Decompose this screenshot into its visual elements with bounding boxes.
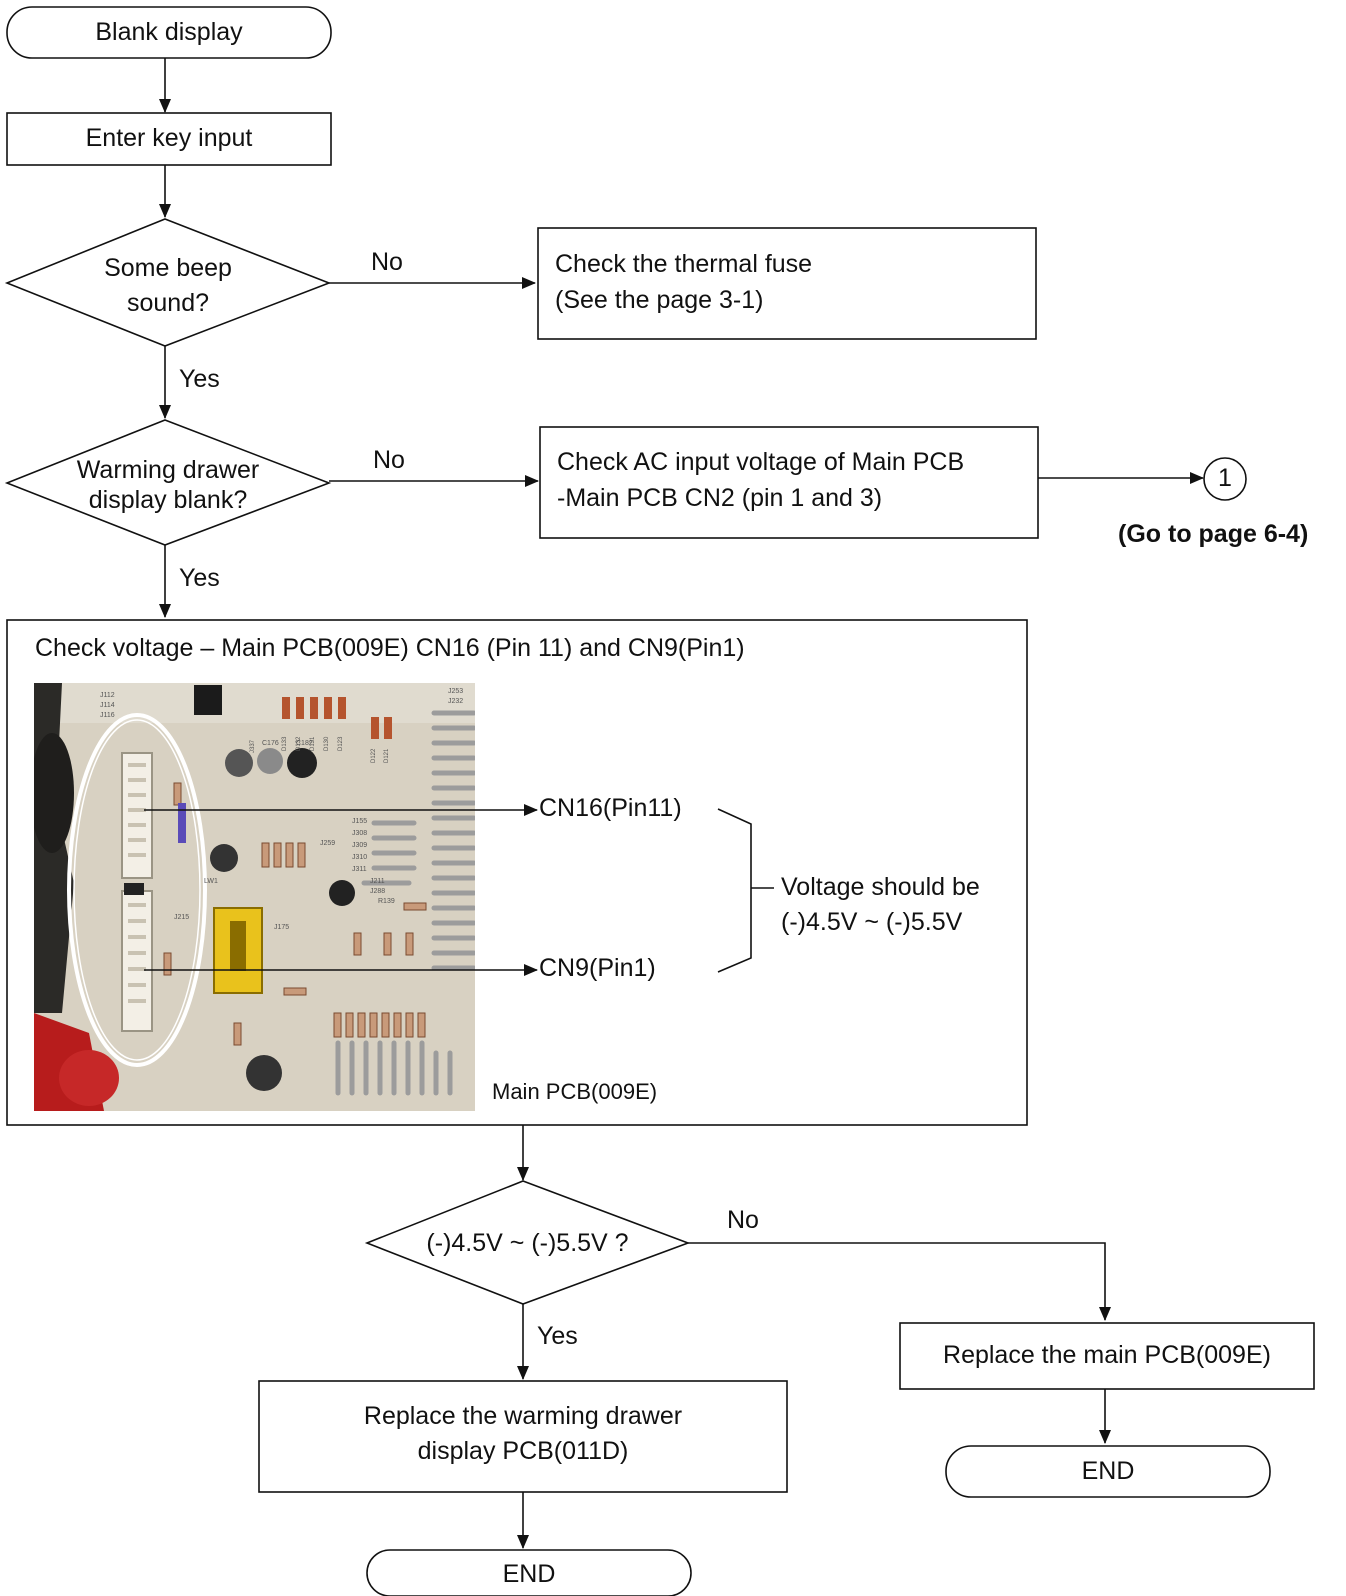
start-terminal: [6, 6, 332, 59]
silk-c182: C182: [296, 740, 313, 747]
silk-j308: J308: [352, 830, 367, 837]
enter-key-label: Enter key input: [85, 124, 253, 152]
yes-label-warming: Yes: [179, 564, 220, 592]
no-label-beep: No: [371, 248, 403, 276]
thermal-line1: Check the thermal fuse: [555, 250, 813, 278]
decision-range-label: (-)4.5V ~ (-)5.5V ?: [426, 1229, 629, 1257]
ac-line2: -Main PCB CN2 (pin 1 and 3): [557, 484, 883, 512]
voltage-note-line2: (-)4.5V ~ (-)5.5V: [781, 908, 963, 936]
thermal-fuse-box: [537, 227, 1037, 340]
cn9-label: CN9(Pin1): [539, 954, 656, 982]
replace-main-label: Replace the main PCB(009E): [943, 1341, 1271, 1369]
silk-j309: J309: [352, 842, 367, 849]
cn16-label: CN16(Pin11): [539, 794, 682, 822]
replace-main-box: [899, 1322, 1315, 1390]
goto-page-label: (Go to page 6-4): [1118, 520, 1309, 548]
start-label: Blank display: [95, 18, 243, 46]
pcb-illustration: J112 J114 J116 J253 J232 C176 C182 J155 …: [34, 683, 475, 1111]
replace-display-line1: Replace the warming drawer: [363, 1402, 683, 1430]
silk-d130: D130: [324, 736, 330, 751]
end-left-label: END: [502, 1560, 556, 1588]
end-right-terminal: [945, 1445, 1271, 1498]
silk-lw1: LW1: [204, 878, 218, 885]
silk-j215: J215: [174, 914, 189, 921]
silk-j112: J112: [100, 692, 115, 699]
no-label-range: No: [727, 1206, 759, 1234]
silk-j155: J155: [352, 818, 367, 825]
silk-j259: J259: [320, 840, 335, 847]
decision-warming-line1: Warming drawer: [76, 456, 260, 484]
no-label-warming: No: [373, 446, 405, 474]
voltage-bracket: [717, 808, 752, 973]
ac-input-box: [539, 426, 1039, 539]
silk-d122: D122: [371, 748, 377, 763]
silk-d121: D121: [384, 748, 390, 763]
offpage-connector-circle: [1203, 457, 1247, 501]
voltage-check-box: [6, 619, 1028, 1126]
main-pcb-photo: J112 J114 J116 J253 J232 C176 C182 J155 …: [34, 683, 475, 1111]
decision-warming-line2: display blank?: [88, 486, 248, 514]
replace-display-line2: display PCB(011D): [417, 1437, 629, 1465]
silk-d131: D131: [310, 736, 316, 751]
silk-j116: J116: [100, 712, 115, 719]
silk-j175: J175: [274, 924, 289, 931]
silk-j114: J114: [100, 702, 115, 709]
silk-r139: R139: [378, 898, 395, 905]
photo-caption: Main PCB(009E): [492, 1079, 658, 1104]
end-right-label: END: [1081, 1457, 1135, 1485]
yes-label-range: Yes: [537, 1322, 578, 1350]
yes-label-beep: Yes: [179, 365, 220, 393]
silk-j211: J211: [370, 878, 385, 885]
voltage-check-title: Check voltage – Main PCB(009E) CN16 (Pin…: [35, 634, 745, 662]
silk-d133: D133: [282, 736, 288, 751]
ac-line1: Check AC input voltage of Main PCB: [557, 448, 965, 476]
end-left-terminal: [366, 1549, 692, 1596]
decision-beep-line1: Some beep: [104, 254, 232, 282]
silk-j232: J232: [448, 698, 463, 705]
silk-d132: D132: [296, 736, 302, 751]
decision-beep-line2: sound?: [126, 289, 210, 317]
offpage-connector-number: 1: [1218, 464, 1232, 492]
silk-j310: J310: [352, 854, 367, 861]
enter-key-box: [6, 112, 332, 166]
silk-c176: C176: [262, 740, 279, 747]
silk-d123: D123: [338, 736, 344, 751]
silk-j253: J253: [448, 688, 463, 695]
voltage-note-line1: Voltage should be: [781, 873, 980, 901]
silk-j337: J337: [250, 739, 256, 753]
silk-j311: J311: [352, 866, 367, 873]
silk-j288: J288: [370, 888, 385, 895]
thermal-line2: (See the page 3-1): [555, 286, 764, 314]
